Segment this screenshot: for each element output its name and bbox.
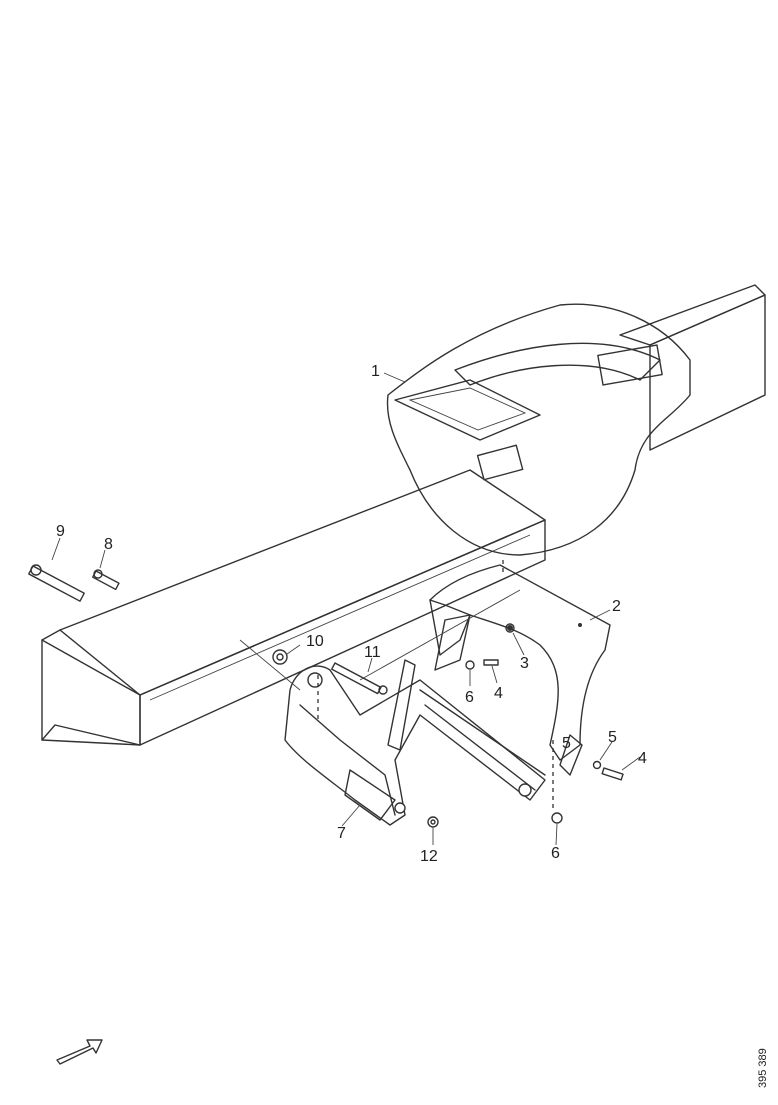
cross-member-bracket [429, 564, 611, 776]
bolt-11 [331, 662, 388, 695]
chassis-frame-rail [41, 469, 546, 746]
document-number: 395 389 [757, 1048, 769, 1088]
gearbox-housing [386, 303, 691, 556]
callout-4: 4 [494, 685, 503, 702]
callout-3: 3 [520, 655, 529, 672]
callout-9: 9 [56, 523, 65, 540]
callout-11: 11 [364, 644, 381, 661]
lower-support-member [284, 659, 546, 826]
callout-6: 6 [465, 689, 474, 706]
assembly-lines [239, 560, 554, 810]
callout-1: 1 [371, 363, 380, 380]
short-bolt [92, 569, 120, 591]
callout-7: 7 [337, 825, 346, 842]
callout-8: 8 [104, 536, 113, 553]
callout-6b: 6 [551, 845, 560, 862]
leader-lines [51, 372, 641, 846]
callout-4b: 4 [638, 750, 647, 767]
callout-10: 10 [306, 633, 324, 650]
callout-labels: 1 2 3 4 5 6 7 8 9 10 11 12 5 4 6 [56, 363, 647, 865]
callout-5: 5 [562, 735, 571, 752]
callout-5b: 5 [608, 729, 617, 746]
fasteners [28, 564, 624, 828]
callout-2: 2 [612, 598, 621, 615]
long-bolt [28, 564, 85, 602]
bush [272, 649, 288, 665]
direction-arrow-icon [56, 1039, 103, 1065]
chassis-frame-rail-rear [619, 284, 766, 451]
callout-12: 12 [420, 848, 438, 865]
